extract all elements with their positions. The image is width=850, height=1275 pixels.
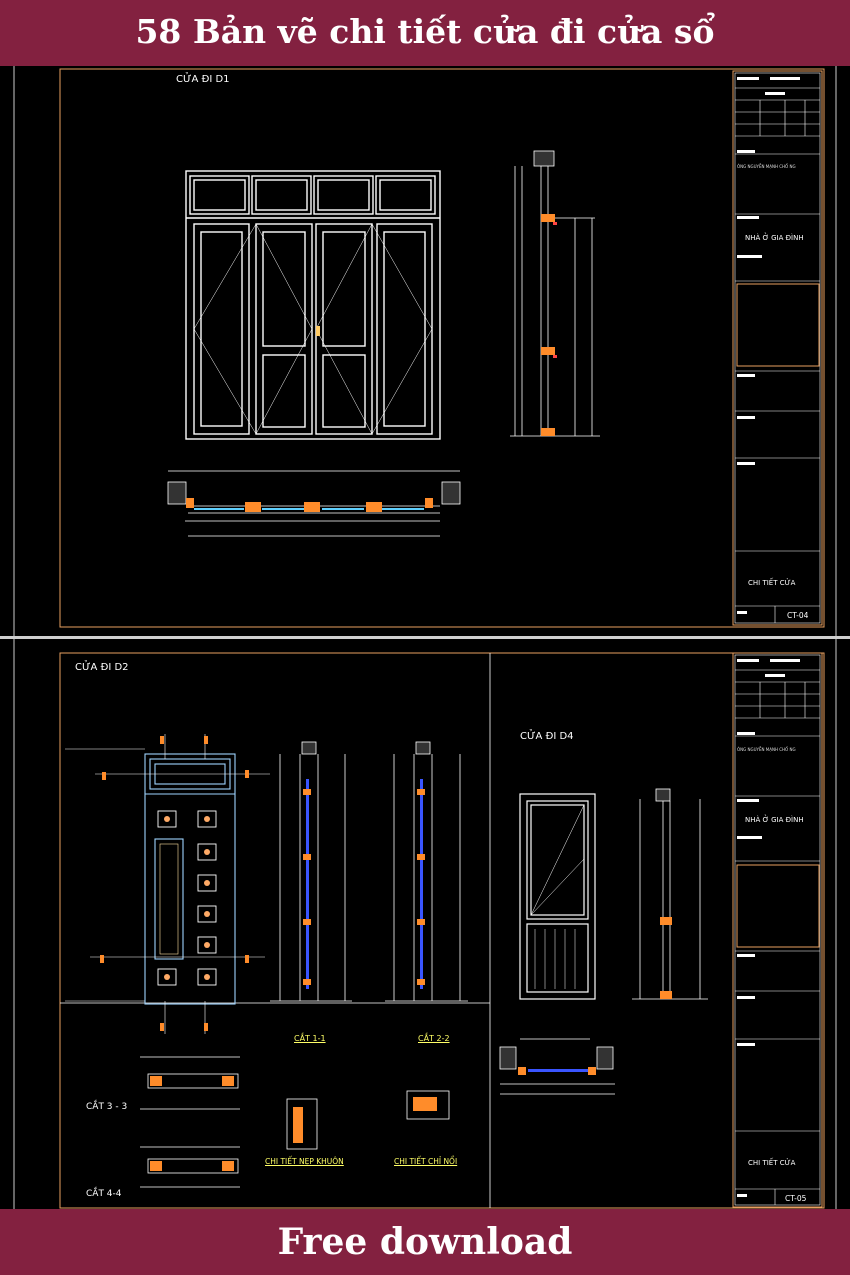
tb-owner-1: ÔNG NGUYỄN MẠNH CHỐ NG bbox=[737, 164, 796, 169]
label-cut-1-1: CẮT 1-1 bbox=[294, 1034, 326, 1043]
sheet1-drawing bbox=[13, 66, 837, 636]
drawing-title-d1: CỬA ĐI D1 bbox=[176, 74, 230, 85]
label-cut-4-4: CẮT 4-4 bbox=[86, 1189, 122, 1199]
label-cut-3-3: CẮT 3 - 3 bbox=[86, 1102, 128, 1112]
sheet-separator bbox=[0, 636, 850, 639]
label-detail-frame: CHI TIẾT NẸP KHUÔN bbox=[265, 1157, 344, 1166]
label-detail-joint: CHI TIẾT CHỈ NỔI bbox=[394, 1157, 458, 1166]
cad-sheet-ct05: CỬA ĐI D2 CỬA ĐI D4 CẮT 1-1 CẮT 2-2 CẮT … bbox=[0, 639, 850, 1209]
banner-footer: Free download bbox=[0, 1209, 850, 1275]
cad-sheet-ct04: CỬA ĐI D1 ÔNG NGUYỄN MẠNH CHỐ NG NHÀ Ở G… bbox=[0, 66, 850, 636]
sheet2-drawing bbox=[13, 639, 837, 1209]
tb-sheetcode-2: CT-05 bbox=[785, 1194, 807, 1203]
drawing-title-d2: CỬA ĐI D2 bbox=[75, 662, 129, 673]
tb-project-2: NHÀ Ở GIA ĐÌNH bbox=[745, 816, 804, 824]
label-cut-2-2: CẮT 2-2 bbox=[418, 1034, 450, 1043]
tb-sheetcode-1: CT-04 bbox=[787, 611, 809, 620]
tb-sheetname-1: CHI TIẾT CỬA bbox=[748, 579, 796, 587]
tb-sheetname-2: CHI TIẾT CỬA bbox=[748, 1159, 796, 1167]
banner-title: 58 Bản vẽ chi tiết cửa đi cửa sổ bbox=[0, 0, 850, 66]
tb-owner-2: ÔNG NGUYỄN MẠNH CHỐ NG bbox=[737, 747, 796, 752]
tb-project-1: NHÀ Ở GIA ĐÌNH bbox=[745, 234, 804, 242]
drawing-title-d4: CỬA ĐI D4 bbox=[520, 731, 574, 742]
